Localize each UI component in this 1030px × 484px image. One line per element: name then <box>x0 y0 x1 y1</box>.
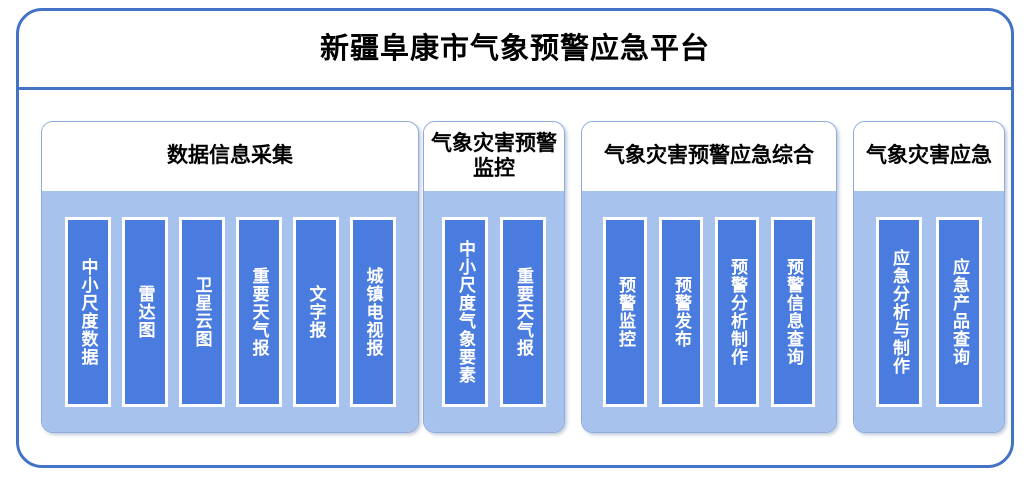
section-items-collect: 中小尺度数据 雷达图 卫星云图 重要天气报 文字报 城镇电视报 <box>42 191 418 432</box>
platform-frame: 新疆阜康市气象预警应急平台 数据信息采集 中小尺度数据 雷达图 卫星云图 重要天… <box>16 8 1014 468</box>
section-items-emergency: 应急分析与制作 应急产品查询 <box>854 191 1004 432</box>
item-box[interactable]: 中小尺度数据 <box>64 216 111 407</box>
section-panel-emergency[interactable]: 气象灾害应急 应急分析与制作 应急产品查询 <box>853 121 1005 433</box>
title-divider <box>19 87 1011 90</box>
section-title-monitor: 气象灾害预警监控 <box>424 122 564 191</box>
item-box[interactable]: 卫星云图 <box>178 216 225 407</box>
section-title-comprehensive: 气象灾害预警应急综合 <box>582 122 836 191</box>
sections-container: 数据信息采集 中小尺度数据 雷达图 卫星云图 重要天气报 文字报 城镇电视报 气… <box>19 90 1011 465</box>
item-box[interactable]: 预警发布 <box>659 216 703 407</box>
page-title: 新疆阜康市气象预警应急平台 <box>319 33 710 65</box>
item-box[interactable]: 预警分析制作 <box>715 216 759 407</box>
item-box[interactable]: 应急分析与制作 <box>876 216 922 407</box>
item-box[interactable]: 重要天气报 <box>235 216 282 407</box>
section-title-collect: 数据信息采集 <box>42 122 418 191</box>
section-items-comprehensive: 预警监控 预警发布 预警分析制作 预警信息查询 <box>582 191 836 432</box>
item-box[interactable]: 中小尺度气象要素 <box>442 216 488 407</box>
section-panel-monitor[interactable]: 气象灾害预警监控 中小尺度气象要素 重要天气报 <box>423 121 565 433</box>
section-panel-comprehensive[interactable]: 气象灾害预警应急综合 预警监控 预警发布 预警分析制作 预警信息查询 <box>581 121 837 433</box>
item-box[interactable]: 预警信息查询 <box>771 216 815 407</box>
item-box[interactable]: 重要天气报 <box>500 216 546 407</box>
section-title-emergency: 气象灾害应急 <box>854 122 1004 191</box>
item-box[interactable]: 文字报 <box>292 216 339 407</box>
item-box[interactable]: 预警监控 <box>603 216 647 407</box>
section-items-monitor: 中小尺度气象要素 重要天气报 <box>424 191 564 432</box>
item-box[interactable]: 应急产品查询 <box>936 216 982 407</box>
item-box[interactable]: 雷达图 <box>121 216 168 407</box>
section-panel-collect[interactable]: 数据信息采集 中小尺度数据 雷达图 卫星云图 重要天气报 文字报 城镇电视报 <box>41 121 419 433</box>
item-box[interactable]: 城镇电视报 <box>349 216 396 407</box>
